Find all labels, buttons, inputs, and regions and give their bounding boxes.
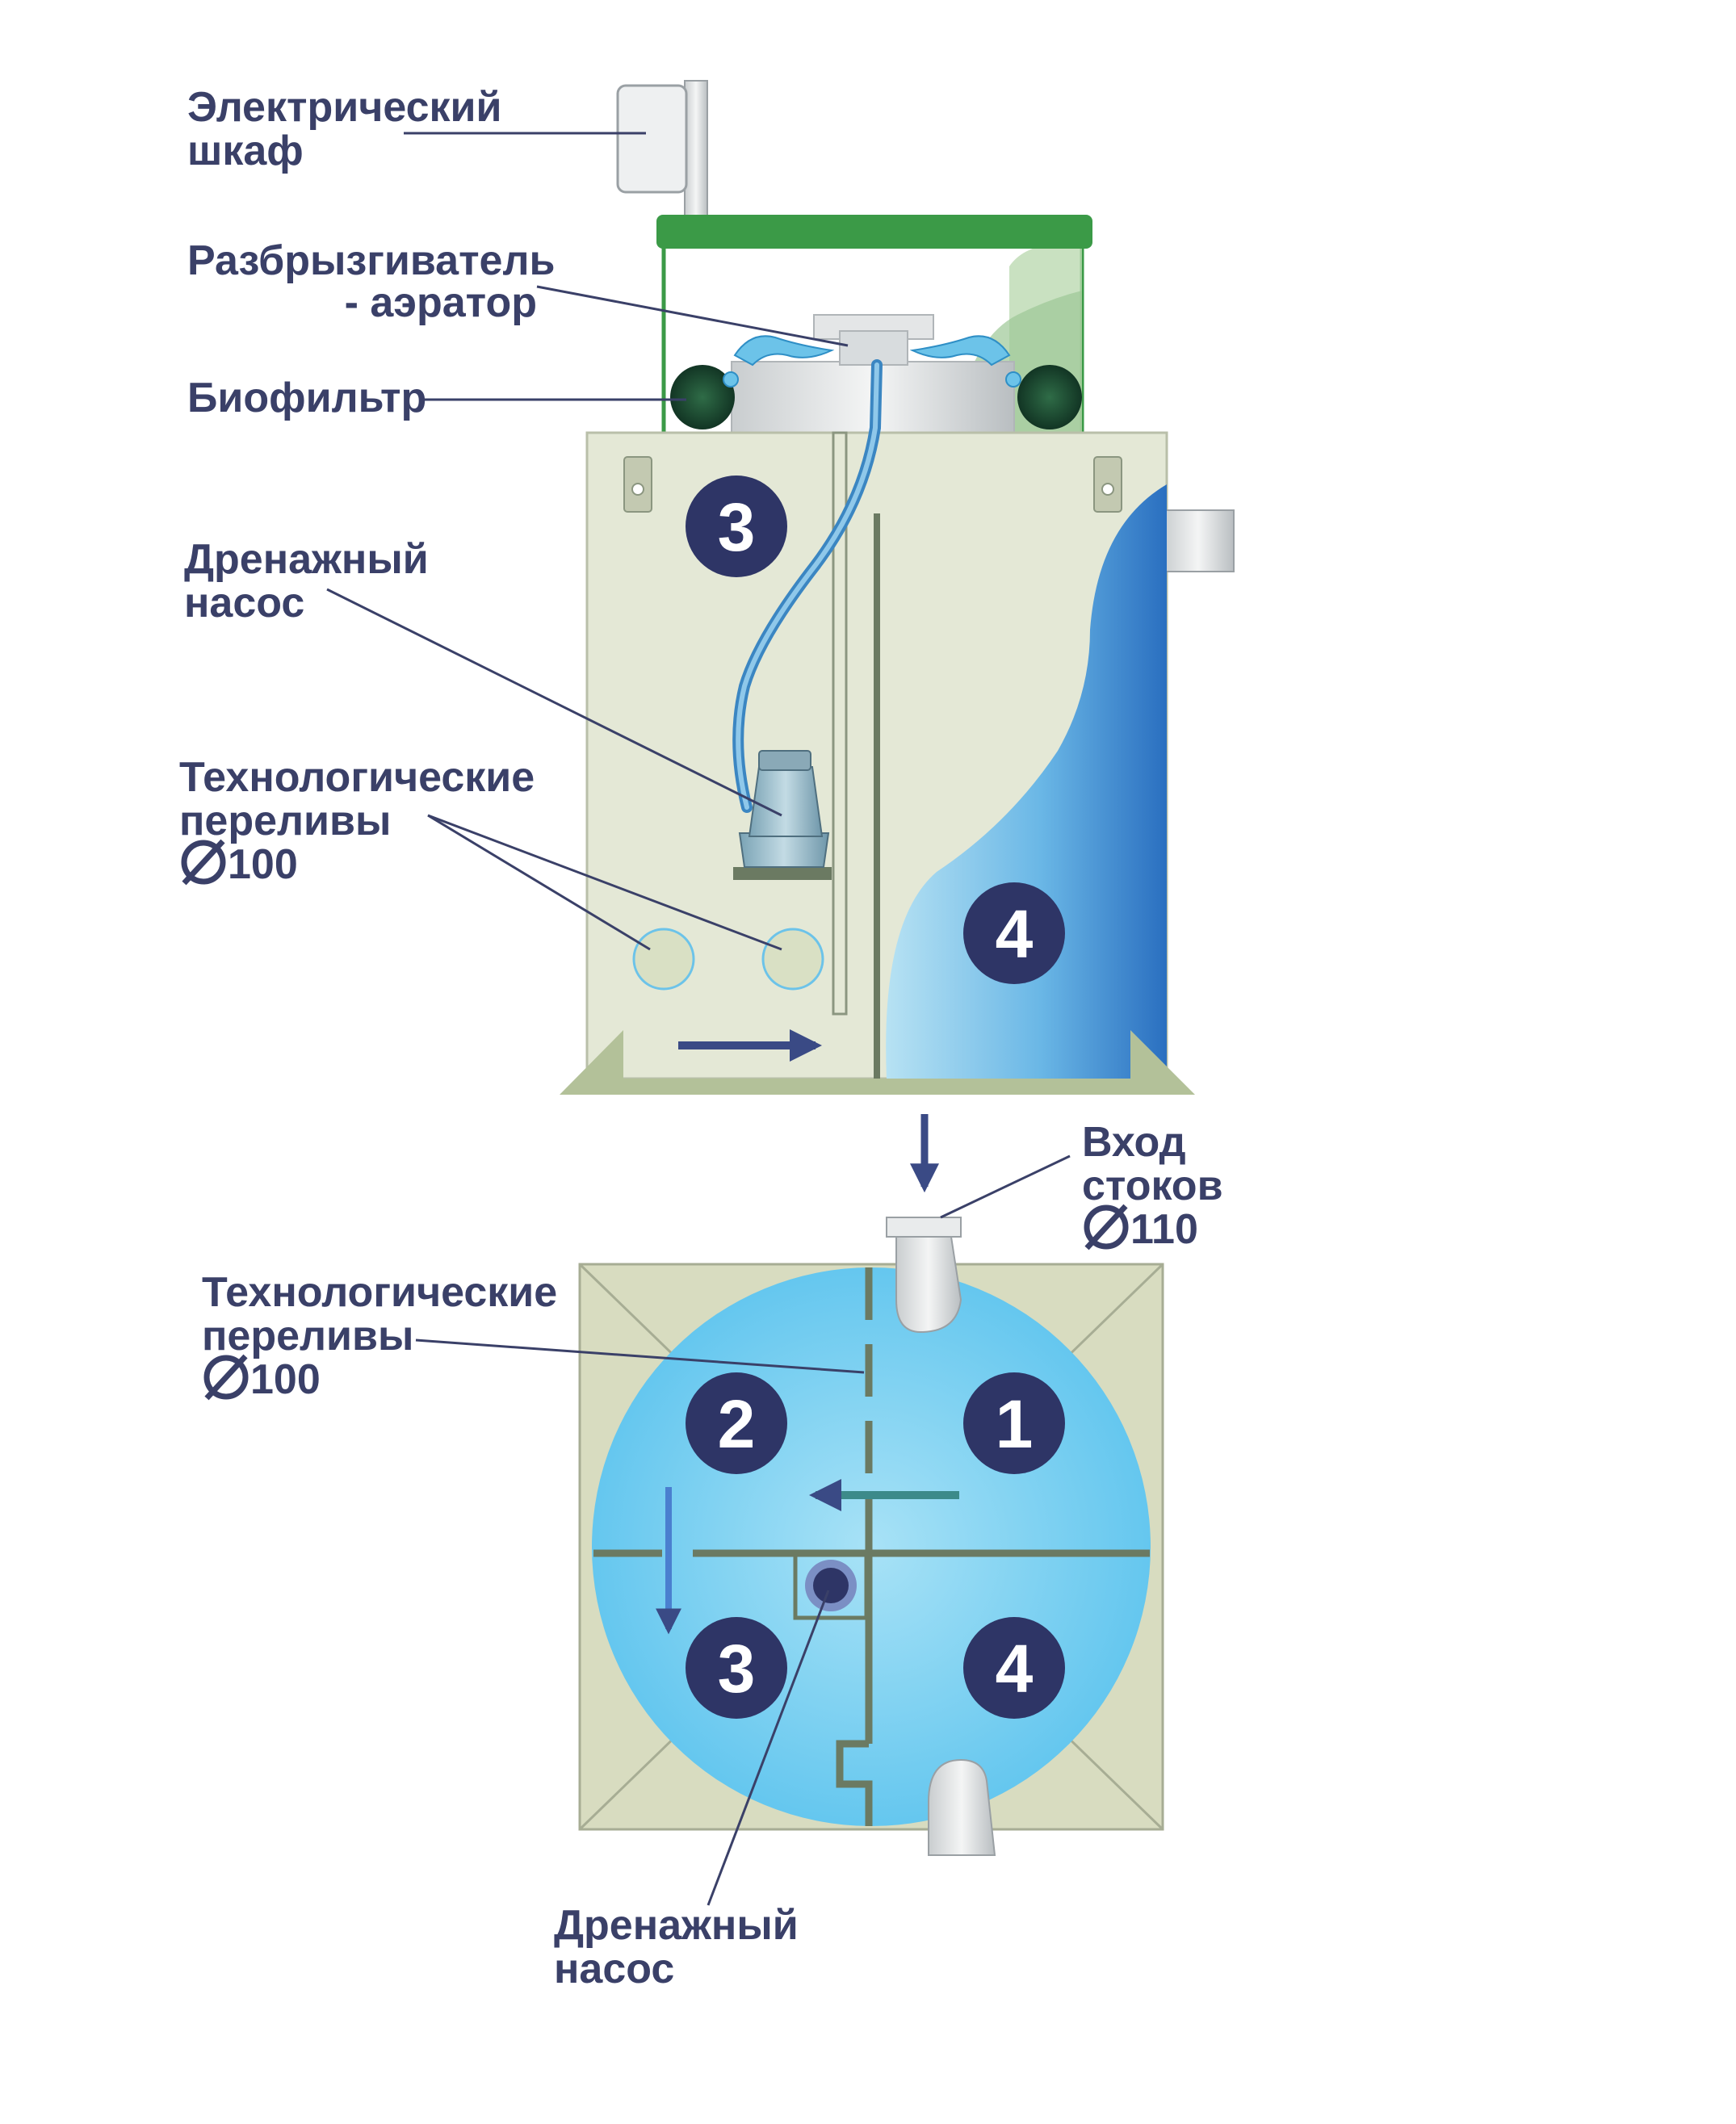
label-drainage-pump-bottom: Дренажный насос: [554, 1902, 799, 1992]
chamber-badge-4: 4: [963, 1617, 1065, 1719]
svg-text:- аэратор: - аэратор: [345, 279, 537, 326]
diameter-icon: [181, 839, 226, 886]
svg-text:100: 100: [228, 841, 298, 888]
chamber-badge-3-side: 3: [686, 475, 787, 577]
outlet-pipe: [1162, 509, 1235, 572]
label-drainage-pump-top: Дренажный насос: [184, 536, 429, 626]
partition-vertical: [836, 1267, 873, 1826]
svg-text:110: 110: [1130, 1206, 1198, 1253]
chamber-badge-3: 3: [686, 1617, 787, 1719]
pipe-icon: [886, 1217, 962, 1334]
label-sprinkler-aerator: Разбрызгиватель - аэратор: [187, 237, 555, 326]
svg-text:4: 4: [996, 896, 1034, 972]
biofilter-icon: [1017, 365, 1082, 429]
label-overflows-top: Технологические переливы 100: [179, 754, 535, 888]
svg-text:переливы: переливы: [202, 1313, 413, 1359]
green-lid: [656, 215, 1092, 249]
svg-text:Технологические: Технологические: [179, 754, 535, 801]
svg-text:4: 4: [996, 1631, 1034, 1707]
water-chamber-4: [886, 484, 1167, 1079]
svg-text:3: 3: [718, 1631, 756, 1707]
label-biofilter: Биофильтр: [187, 375, 426, 421]
side-view: 3 4: [560, 80, 1235, 1095]
label-overflows-bottom: Технологические переливы 100: [202, 1269, 557, 1403]
svg-text:шкаф: шкаф: [187, 128, 304, 174]
svg-text:Электрический: Электрический: [187, 84, 502, 131]
label-electric-cabinet: Электрический шкаф: [187, 84, 502, 174]
tank-body: 3 4: [560, 359, 1235, 1095]
label-inlet: Вход стоков 110: [1082, 1119, 1223, 1253]
svg-text:насос: насос: [184, 580, 304, 626]
leader-lines: [326, 132, 1071, 1906]
pump-icon: [733, 750, 832, 880]
tank-base: [560, 1030, 1195, 1095]
svg-text:Дренажный: Дренажный: [554, 1902, 799, 1949]
biofilter-icon: [670, 365, 735, 429]
lid-unit: [656, 215, 1092, 437]
spray-icon: [723, 335, 1021, 388]
pipe-icon: [928, 1758, 996, 1856]
svg-text:Разбрызгиватель: Разбрызгиватель: [187, 237, 555, 284]
svg-text:2: 2: [718, 1386, 756, 1462]
electric-cabinet: [616, 80, 708, 217]
plan-view: 2 1 3 4: [578, 1217, 1164, 1856]
svg-text:Вход: Вход: [1082, 1119, 1186, 1166]
chamber-badge-1: 1: [963, 1372, 1065, 1474]
svg-text:100: 100: [250, 1356, 321, 1403]
svg-text:стоков: стоков: [1082, 1163, 1223, 1209]
diameter-icon: [1084, 1204, 1129, 1251]
diameter-icon: [203, 1354, 249, 1401]
svg-text:Биофильтр: Биофильтр: [187, 375, 426, 421]
overflow-hole: [761, 928, 824, 991]
svg-text:Дренажный: Дренажный: [184, 536, 429, 583]
svg-text:Технологические: Технологические: [202, 1269, 557, 1316]
overflow-hole: [632, 928, 695, 991]
chamber-badge-2: 2: [686, 1372, 787, 1474]
svg-text:переливы: переливы: [179, 798, 391, 844]
svg-text:3: 3: [718, 489, 756, 565]
svg-text:1: 1: [996, 1386, 1034, 1462]
chamber-badge-4-side: 4: [963, 882, 1065, 984]
svg-text:насос: насос: [554, 1946, 674, 1992]
